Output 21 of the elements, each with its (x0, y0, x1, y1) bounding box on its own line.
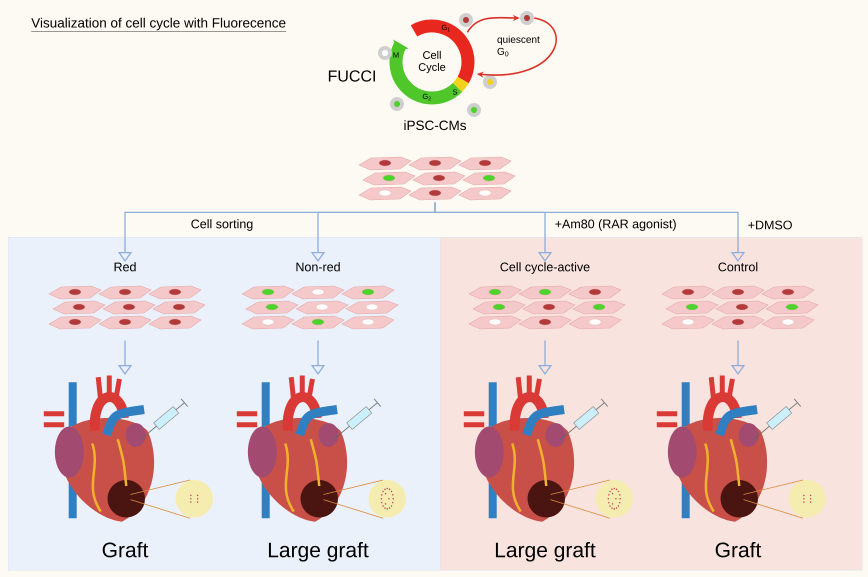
node-label: Graft (102, 542, 148, 558)
node-label: Control (718, 262, 758, 272)
injected-heart: Large graft (236, 376, 406, 562)
injected-heart: Graft (656, 376, 826, 558)
node-label: Large graft (496, 542, 596, 562)
node-label: Red (114, 262, 136, 272)
node-label: Graft (716, 542, 762, 558)
node-label: Cell Cycle (418, 50, 446, 74)
node-label: Cell cycle-active (500, 262, 590, 274)
edge-label: Cell sorting (189, 218, 255, 232)
node-label: Large graft (268, 542, 369, 562)
edge-label: +DMSO (746, 219, 794, 231)
node-label: Non-red (296, 262, 340, 272)
edge-label: +Am80 (RAR agonist) (553, 218, 678, 232)
injected-heart: Graft (44, 376, 213, 558)
injected-heart: Large graft (464, 376, 633, 562)
cell-icon (520, 11, 534, 25)
quiescent-label: quiescent G$_{0}$ (497, 36, 540, 56)
fucci-label: FUCCI (328, 70, 375, 82)
title: Visualization of cell cycle with Fluorecence (31, 18, 286, 32)
node-label: iPSC-CMs (404, 120, 466, 130)
